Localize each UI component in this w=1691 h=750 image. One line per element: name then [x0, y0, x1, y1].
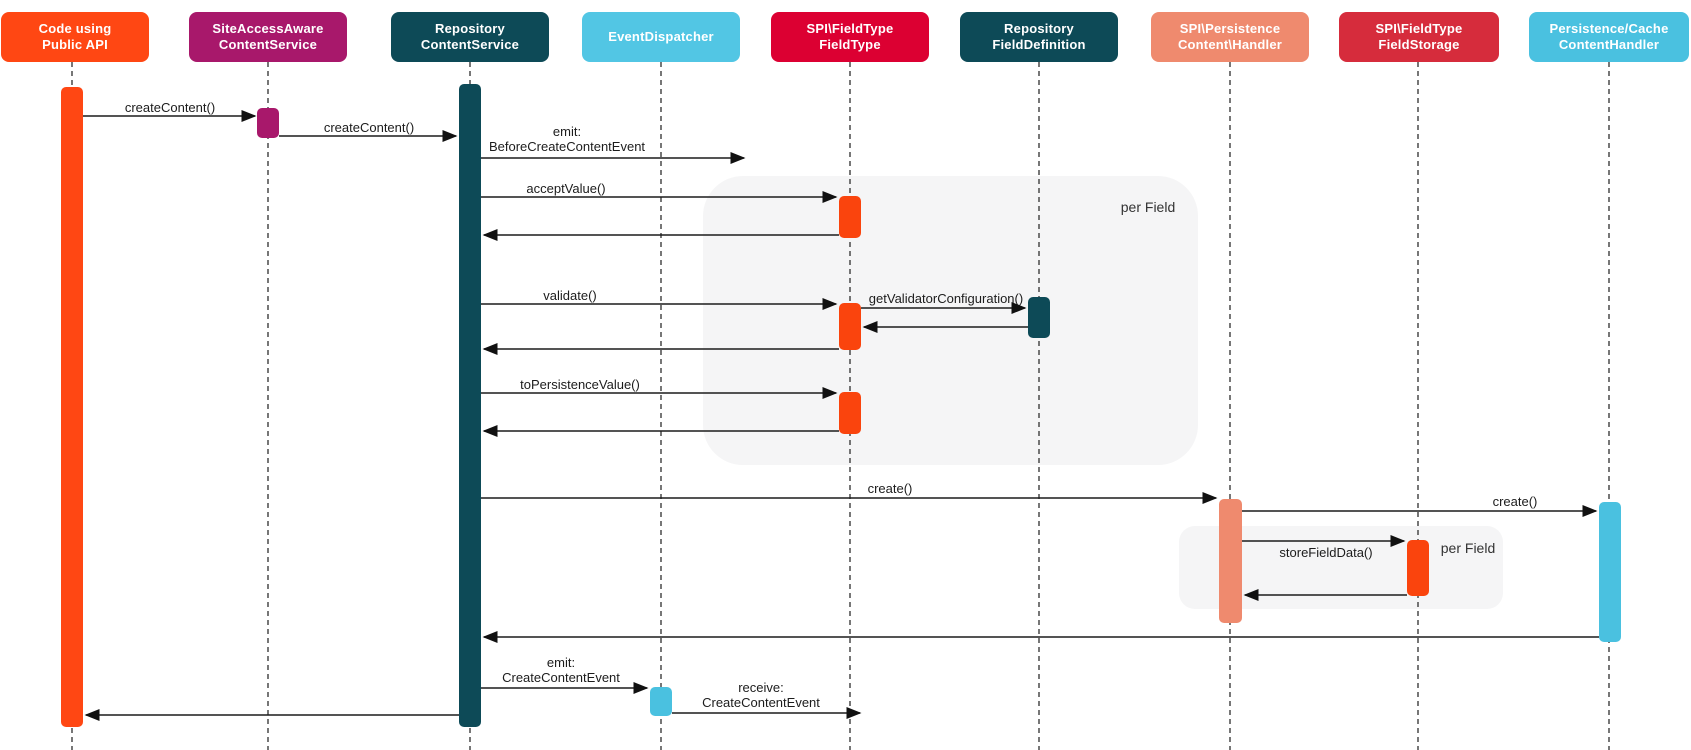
actor-label-eventdispatcher: EventDispatcher	[608, 29, 714, 44]
message-label-acceptvalue: acceptValue()	[526, 181, 606, 196]
activation-bar-persistence-cache-contenthandler	[1599, 502, 1621, 642]
message-label-storefielddata: storeFieldData()	[1279, 545, 1373, 560]
actor-label-fieldtype: SPI\FieldType FieldType	[806, 21, 894, 52]
message-label-createcontent-2: createContent()	[323, 120, 415, 135]
actor-label-fieldstorage: SPI\FieldType FieldStorage	[1375, 21, 1463, 52]
actor-box-eventdispatcher: EventDispatcher	[582, 12, 740, 62]
actor-box-repository-contentservice: Repository ContentService	[391, 12, 549, 62]
actor-box-fielddefinition: Repository FieldDefinition	[960, 12, 1118, 62]
activation-bar-fieldtype-topersistencevalue	[839, 392, 861, 434]
actor-label-persistence-cache-contenthandler: Persistence/Cache ContentHandler	[1549, 21, 1669, 52]
actor-box-persistence-content-handler: SPI\Persistence Content\Handler	[1151, 12, 1309, 62]
message-label-emit-beforecreatecontentevent: emit: BeforeCreateContentEvent	[488, 124, 646, 154]
message-label-createcontent-1: createContent()	[124, 100, 216, 115]
activation-bar-fieldtype-validate	[839, 303, 861, 350]
actor-label-public-api: Code using Public API	[38, 21, 112, 52]
message-label-validate: validate()	[543, 288, 597, 303]
actor-box-persistence-cache-contenthandler: Persistence/Cache ContentHandler	[1529, 12, 1689, 62]
activation-bar-fieldtype-acceptvalue	[839, 196, 861, 238]
actor-label-siteaccessaware: SiteAccessAware ContentService	[212, 21, 324, 52]
actor-box-siteaccessaware: SiteAccessAware ContentService	[189, 12, 347, 62]
message-label-create-1: create()	[867, 481, 913, 496]
actor-label-repository-contentservice: Repository ContentService	[420, 21, 520, 52]
actor-box-public-api: Code using Public API	[1, 12, 149, 62]
actor-box-fieldtype: SPI\FieldType FieldType	[771, 12, 929, 62]
message-label-getvalidatorconfiguration: getValidatorConfiguration()	[868, 291, 1024, 306]
activation-bar-public-api	[61, 87, 83, 727]
actor-box-fieldstorage: SPI\FieldType FieldStorage	[1339, 12, 1499, 62]
actor-label-fielddefinition: Repository FieldDefinition	[992, 21, 1086, 52]
message-label-receive-createcontentevent: receive: CreateContentEvent	[702, 680, 820, 710]
activation-bar-fieldstorage	[1407, 540, 1429, 596]
activation-bar-persistence-content-handler	[1219, 499, 1242, 623]
per-field-fragment-1	[703, 176, 1198, 465]
activation-bar-repository-contentservice	[459, 84, 481, 727]
per-field-label-1: per Field	[1120, 199, 1176, 215]
message-label-emit-createcontentevent: emit: CreateContentEvent	[502, 655, 620, 685]
activation-bar-fielddefinition	[1028, 297, 1050, 338]
message-label-topersistencevalue: toPersistenceValue()	[520, 377, 640, 392]
actor-label-persistence-content-handler: SPI\Persistence Content\Handler	[1177, 21, 1283, 52]
message-label-create-2: create()	[1492, 494, 1538, 509]
activation-bar-eventdispatcher	[650, 687, 672, 716]
per-field-label-2: per Field	[1440, 540, 1496, 556]
activation-bar-siteaccessaware	[257, 108, 279, 138]
